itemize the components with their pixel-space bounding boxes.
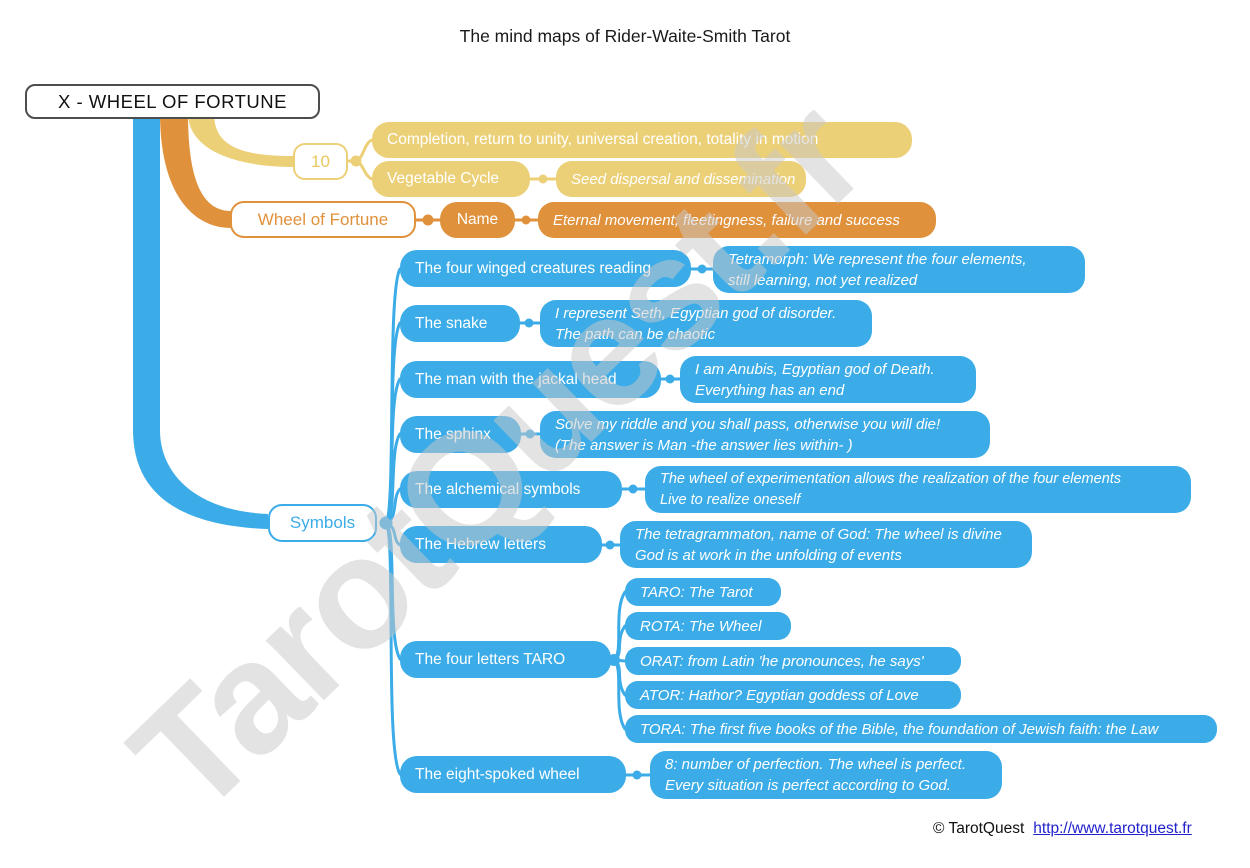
branch-yellow <box>188 113 293 167</box>
leaf-orat[interactable]: ORAT: from Latin 'he pronounces, he says… <box>625 647 961 675</box>
leaf-ator[interactable]: ATOR: Hathor? Egyptian goddess of Love <box>625 681 961 709</box>
node-vegetable-cycle[interactable]: Vegetable Cycle <box>372 161 530 197</box>
desc-anubis[interactable]: I am Anubis, Egyptian god of Death. Ever… <box>680 356 976 403</box>
footer-link[interactable]: http://www.tarotquest.fr <box>1033 820 1192 837</box>
page-title: The mind maps of Rider-Waite-Smith Tarot <box>459 26 791 46</box>
desc-seth[interactable]: I represent Seth, Egyptian god of disord… <box>540 300 872 347</box>
branch-orange <box>160 113 231 228</box>
root-node[interactable]: X - WHEEL OF FORTUNE <box>25 84 320 119</box>
desc-completion[interactable]: Completion, return to unity, universal c… <box>372 122 912 158</box>
node-hebrew-letters[interactable]: The Hebrew letters <box>400 526 602 563</box>
leaf-tora[interactable]: TORA: The first five books of the Bible,… <box>625 715 1217 743</box>
footer-copyright: © TarotQuest <box>933 820 1025 837</box>
leaf-rota[interactable]: ROTA: The Wheel <box>625 612 791 640</box>
node-wheel-of-fortune[interactable]: Wheel of Fortune <box>230 201 416 238</box>
desc-tetragrammaton[interactable]: The tetragrammaton, name of God: The whe… <box>620 521 1032 568</box>
leaf-taro[interactable]: TARO: The Tarot <box>625 578 781 606</box>
desc-alchemical[interactable]: The wheel of experimentation allows the … <box>645 466 1191 513</box>
node-name[interactable]: Name <box>440 202 515 238</box>
node-10[interactable]: 10 <box>293 143 348 180</box>
desc-sphinx-riddle[interactable]: Solve my riddle and you shall pass, othe… <box>540 411 990 458</box>
node-four-letters-taro[interactable]: The four letters TARO <box>400 641 611 678</box>
node-eight-spoked-wheel[interactable]: The eight-spoked wheel <box>400 756 626 793</box>
node-sphinx[interactable]: The sphinx <box>400 416 521 453</box>
node-four-winged-creatures[interactable]: The four winged creatures reading <box>400 250 691 287</box>
desc-eternal-movement[interactable]: Eternal movement, fleetingness, failure … <box>538 202 936 238</box>
node-alchemical-symbols[interactable]: The alchemical symbols <box>400 471 622 508</box>
desc-seed-dispersal[interactable]: Seed dispersal and dissemination <box>556 161 806 197</box>
branch-blue <box>133 113 268 529</box>
node-symbols[interactable]: Symbols <box>268 504 377 542</box>
node-snake[interactable]: The snake <box>400 305 520 342</box>
node-jackal-head[interactable]: The man with the jackal head <box>400 361 661 398</box>
symbols-fan <box>384 267 402 776</box>
desc-tetramorph[interactable]: Tetramorph: We represent the four elemen… <box>713 246 1085 293</box>
desc-eight-perfection[interactable]: 8: number of perfection. The wheel is pe… <box>650 751 1002 799</box>
